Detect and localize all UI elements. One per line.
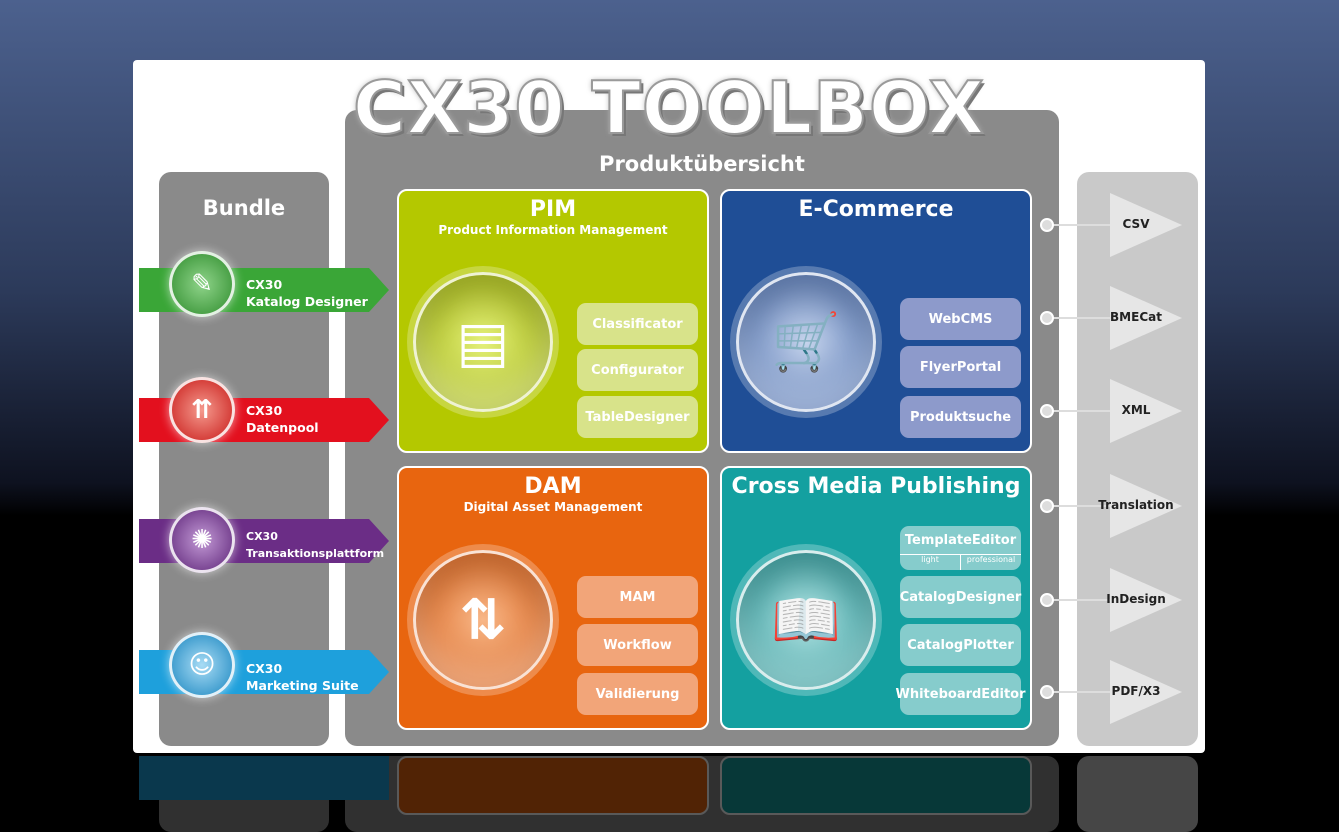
templateeditor-professional[interactable]: professional <box>966 555 1016 564</box>
connector-dot <box>1040 499 1054 513</box>
dam-item-mam[interactable]: MAM <box>577 576 698 618</box>
templateeditor-light[interactable]: light <box>900 555 961 570</box>
ecommerce-item-flyerportal[interactable]: FlyerPortal <box>900 346 1021 388</box>
output-label: CSV <box>1122 217 1150 231</box>
product-overview-heading: Produktübersicht <box>599 152 805 176</box>
cmp-item-whiteboardeditor[interactable]: WhiteboardEditor <box>896 673 1026 715</box>
reflection <box>0 756 1339 832</box>
connector-dot <box>1040 685 1054 699</box>
globe-up-down-arrows-icon: ⇅ <box>413 550 553 690</box>
bundle-label-2: Transaktionsplattform <box>246 547 385 560</box>
connector-line <box>1052 505 1112 507</box>
connector-dot <box>1040 404 1054 418</box>
output-label: InDesign <box>1106 592 1166 606</box>
connector-dot <box>1040 218 1054 232</box>
ecommerce-item-produktsuche[interactable]: Produktsuche <box>900 396 1021 438</box>
output-label: BMECat <box>1110 310 1162 324</box>
connector-dot <box>1040 311 1054 325</box>
ecommerce-item-webcms[interactable]: WebCMS <box>900 298 1021 340</box>
toolbox-title: CX30 TOOLBOX <box>352 65 986 151</box>
bundle-label-2: Katalog Designer <box>246 294 368 309</box>
ecommerce-title: E-Commerce <box>798 197 954 222</box>
templateeditor-label: TemplateEditor <box>904 532 1017 548</box>
pim-item-configurator[interactable]: Configurator <box>577 349 698 391</box>
document-image-table-icon: ▤ <box>413 272 553 412</box>
head-profile-icon: ☺ <box>169 632 235 698</box>
cmp-item-catalogdesigner[interactable]: CatalogDesigner <box>900 576 1021 618</box>
data-pool-icon: ⇈ <box>169 377 235 443</box>
connector-dot <box>1040 593 1054 607</box>
pim-item-tabledesigner[interactable]: TableDesigner <box>577 396 698 438</box>
cmp-title: Cross Media Publishing <box>731 474 1021 499</box>
connector-line <box>1052 224 1112 226</box>
output-label: Translation <box>1098 498 1174 512</box>
bundle-label-1: CX30 <box>246 661 283 676</box>
bundle-label-2: Marketing Suite <box>246 678 359 693</box>
dam-item-workflow[interactable]: Workflow <box>577 624 698 666</box>
connector-line <box>1052 599 1112 601</box>
cmp-item-catalogplotter[interactable]: CatalogPlotter <box>900 624 1021 666</box>
output-label: XML <box>1121 403 1151 417</box>
dam-title: DAM <box>524 474 582 499</box>
bundle-label-1: CX30 <box>246 530 278 543</box>
connector-line <box>1052 691 1112 693</box>
network-icon: ✺ <box>169 507 235 573</box>
connector-line <box>1052 410 1112 412</box>
pim-item-classificator[interactable]: Classificator <box>577 303 698 345</box>
bundle-label-1: CX30 <box>246 403 283 418</box>
connector-line <box>1052 317 1112 319</box>
outputs-panel <box>1077 172 1198 746</box>
cmp-item-templateeditor[interactable]: TemplateEditor light professional <box>900 526 1021 570</box>
dam-subtitle: Digital Asset Management <box>463 500 643 514</box>
bundle-heading: Bundle <box>202 196 286 220</box>
bundle-label-1: CX30 <box>246 277 283 292</box>
output-label: PDF/X3 <box>1111 684 1161 698</box>
dam-item-validierung[interactable]: Validierung <box>577 673 698 715</box>
shopping-cart-icon: 🛒 <box>736 272 876 412</box>
bundle-label-2: Datenpool <box>246 420 319 435</box>
pim-subtitle: Product Information Management <box>438 223 668 237</box>
pim-title: PIM <box>529 197 577 222</box>
open-book-icon: 📖 <box>736 550 876 690</box>
notepad-pencil-icon: ✎ <box>169 251 235 317</box>
